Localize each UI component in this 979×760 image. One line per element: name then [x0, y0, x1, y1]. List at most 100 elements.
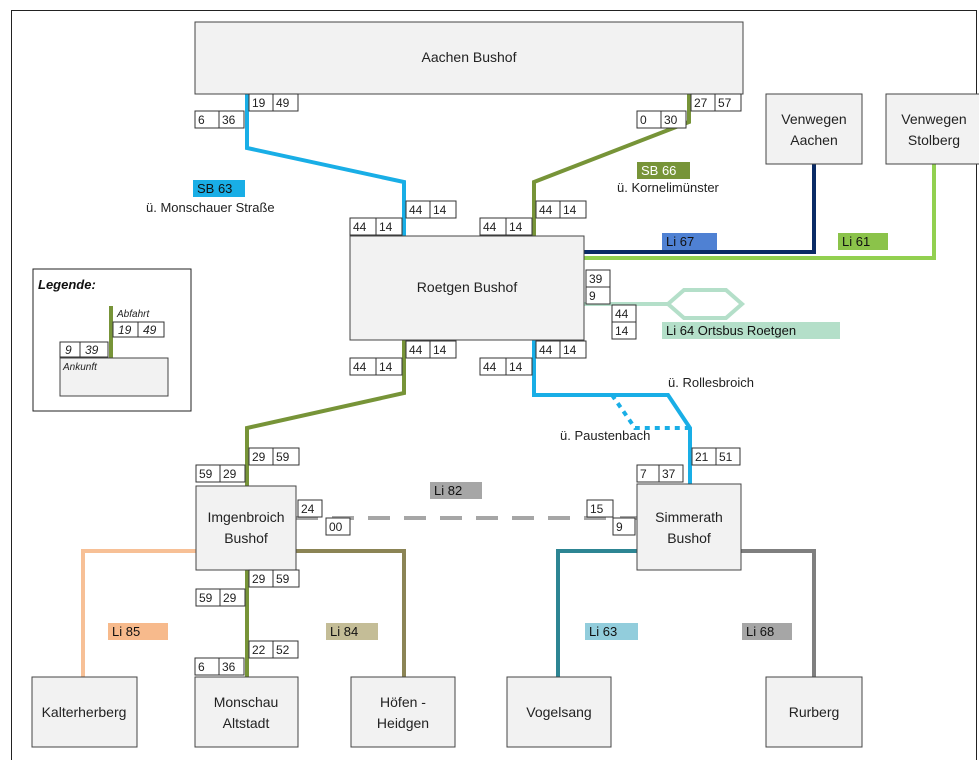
line-label-bg — [662, 233, 717, 250]
timebox-time: 00 — [329, 520, 343, 534]
timebox-cell — [714, 93, 742, 112]
route-li68 — [741, 549, 816, 677]
timebox-time: 44 — [615, 307, 629, 321]
line-label-li82: Li 82 — [430, 482, 482, 499]
timebox-time: 14 — [563, 203, 577, 217]
timebox-cell — [218, 657, 245, 676]
line-label-bg — [662, 322, 840, 339]
stop-rurberg: Rurberg — [765, 676, 863, 748]
line-label-text: Li 63 — [589, 624, 617, 639]
timebox-time: 59 — [199, 591, 213, 605]
line-label-text: Li 64 Ortsbus Roetgen — [666, 323, 796, 338]
stop-simmerath-line2: Bushof — [667, 530, 711, 546]
timebox-cell — [325, 517, 351, 536]
stop-hoefen-line1: Höfen - — [380, 694, 426, 710]
timebox-cell — [219, 464, 246, 483]
stop-monschau-line1: Monschau — [214, 694, 279, 710]
legend-arr-2: 39 — [85, 343, 99, 357]
stop-hoefen-heidgen: Höfen - Heidgen — [350, 676, 456, 748]
line-label-text: Li 67 — [666, 234, 694, 249]
route-li63 — [556, 549, 637, 677]
line-label-bg — [108, 623, 168, 640]
timebox-time: 39 — [589, 272, 603, 286]
timebox-imgen-li82-arr: 00 — [325, 517, 351, 536]
line-label-bg — [430, 482, 482, 499]
timebox-cell — [219, 588, 246, 607]
timebox-time: 49 — [276, 96, 290, 110]
stop-simmerath-bushof: Simmerath Bushof — [636, 483, 742, 571]
route-li84 — [296, 549, 406, 677]
timebox-time: 27 — [694, 96, 708, 110]
timebox-cell — [375, 217, 403, 236]
timebox-cell — [586, 499, 614, 518]
stop-monschau-line2: Altstadt — [223, 715, 270, 731]
timebox-time: 14 — [563, 343, 577, 357]
stop-simmerath-line1: Simmerath — [655, 509, 723, 525]
timebox-time: 19 — [252, 96, 266, 110]
timebox-cell — [559, 340, 587, 359]
route-li64-loop — [664, 288, 746, 320]
timebox-time: 22 — [252, 643, 266, 657]
stop-roetgen-bushof: Roetgen Bushof — [349, 235, 585, 341]
timebox-time: 29 — [252, 450, 266, 464]
timebox-cell — [429, 340, 457, 359]
line-label-bg — [637, 162, 690, 179]
timebox-cell — [505, 217, 533, 236]
timebox-time: 14 — [509, 360, 523, 374]
timebox-cell — [660, 110, 687, 129]
legend-dep-1: 19 — [118, 323, 132, 337]
timebox-cell — [429, 200, 457, 219]
timebox-time: 24 — [301, 502, 315, 516]
route-sb66-south — [245, 340, 406, 486]
line-label-bg — [838, 233, 888, 250]
timebox-time: 29 — [223, 467, 237, 481]
timebox-time: 37 — [662, 467, 676, 481]
timebox-time: 59 — [199, 467, 213, 481]
timebox-time: 14 — [433, 343, 447, 357]
rollesbroich-via-note: ü. Rollesbroich — [668, 375, 754, 390]
stop-venwegen-aachen: Venwegen Aachen — [765, 93, 863, 165]
paustenbach-via-note: ü. Paustenbach — [560, 428, 650, 443]
stop-kalterherberg: Kalterherberg — [31, 676, 138, 748]
timebox-time: 15 — [590, 502, 604, 516]
route-sb63-north — [245, 94, 406, 236]
timebox-time: 44 — [483, 360, 497, 374]
timebox-time: 21 — [695, 450, 709, 464]
timebox-time: 36 — [222, 660, 236, 674]
line-label-li68: Li 68 — [742, 623, 792, 640]
timebox-time: 14 — [509, 220, 523, 234]
timebox-time: 44 — [409, 343, 423, 357]
timebox-imgen-bot-arr: 59 29 — [195, 588, 246, 607]
timebox-cell — [272, 447, 300, 466]
stop-rurberg-label: Rurberg — [789, 704, 840, 720]
timebox-time: 59 — [276, 572, 290, 586]
timebox-imgen-top-arr: 59 29 — [195, 464, 246, 483]
timebox-cell — [297, 499, 323, 518]
timebox-roetgen-sb66-bot-dep: 44 14 — [405, 340, 457, 359]
timebox-cell — [272, 640, 299, 659]
line-label-bg — [193, 180, 245, 197]
stop-hoefen-line2: Heidgen — [377, 715, 429, 731]
legend-dep-2: 49 — [143, 323, 157, 337]
stop-venwegen-stolberg-line2: Stolberg — [908, 132, 960, 148]
timebox-time: 14 — [379, 220, 393, 234]
sb63-via-note: ü. Monschauer Straße — [146, 200, 275, 215]
timebox-cell — [611, 321, 637, 340]
timebox-time: 29 — [223, 591, 237, 605]
stop-imgenbroich-bushof: Imgenbroich Bushof — [195, 485, 297, 571]
stop-aachen-bushof: Aachen Bushof — [194, 21, 744, 95]
timebox-time: 9 — [589, 289, 596, 303]
stop-roetgen-label: Roetgen Bushof — [417, 279, 518, 295]
timebox-cell — [612, 517, 636, 536]
route-li67 — [584, 164, 816, 254]
legend-abfahrt: Abfahrt — [116, 309, 150, 320]
timebox-time: 44 — [409, 203, 423, 217]
timebox-cell — [218, 110, 245, 129]
